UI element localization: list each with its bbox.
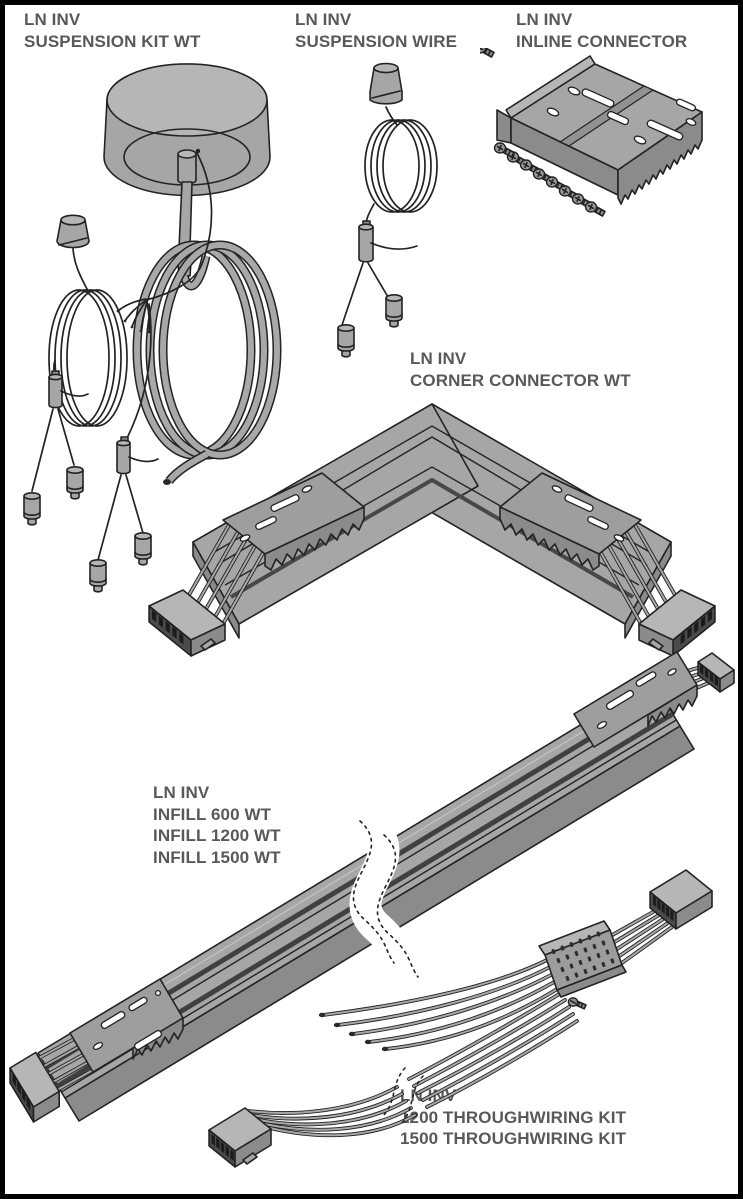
end-bracket-and-plug [9, 978, 184, 1123]
label-line: LN INV [516, 10, 573, 29]
inline-connector-illustration [480, 48, 703, 217]
label-line: 1200 THROUGHWIRING KIT [400, 1107, 627, 1127]
length-break-mark [349, 816, 420, 980]
junction-block-icon [538, 920, 627, 998]
five-pin-plug-icon [208, 1107, 272, 1168]
connector-wires [187, 523, 265, 626]
mini-plug-icon [697, 652, 735, 693]
block-holes [551, 931, 615, 982]
length-break-mark [382, 1067, 424, 1125]
wire-adjuster-icon [97, 303, 159, 561]
wire-end-weight-icon [385, 294, 403, 328]
product-label-infill: LN INV INFILL 600 WT INFILL 1200 WT INFI… [153, 782, 281, 868]
corner-connector-illustration [148, 403, 717, 658]
label-line: 1500 THROUGHWIRING KIT [400, 1129, 627, 1148]
label-line: SUSPENSION KIT WT [24, 31, 201, 51]
product-label-suspension-kit: LN INV SUSPENSION KIT WT [24, 9, 200, 52]
through-wires [247, 991, 579, 1138]
ceiling-cup-icon [369, 62, 403, 105]
connector-wires [609, 910, 674, 966]
wire-end-weight-icon [89, 558, 107, 593]
suspension-wire-coil-icon [364, 106, 438, 226]
wire-end-weight-icon [337, 323, 355, 358]
wire-end-weight-icon [134, 531, 152, 566]
end-bracket-and-plug [573, 651, 735, 748]
label-line: INFILL 1200 WT [153, 826, 281, 845]
five-pin-plug-icon [148, 589, 226, 657]
wire-end-weight-icon [66, 465, 84, 500]
six-pin-plug-icon [649, 869, 713, 930]
label-line: INLINE CONNECTOR [516, 31, 688, 51]
end-bracket-and-plug [148, 472, 365, 657]
wire-end-weight-icon [23, 491, 41, 526]
product-label-corner-connector: LN INV CORNER CONNECTOR WT [410, 348, 631, 391]
label-line: LN INV [153, 783, 210, 802]
label-line: SUSPENSION WIRE [295, 31, 458, 51]
label-line: LN INV [295, 10, 352, 29]
fanned-wires [318, 958, 561, 1052]
wire-adjuster-icon [31, 370, 89, 492]
suspension-wire-illustration [337, 62, 438, 358]
suspension-kit-wt-illustration [23, 63, 282, 593]
ceiling-cup-icon [56, 214, 90, 249]
label-line: LN INV [24, 10, 81, 29]
label-line: INFILL 600 WT [153, 804, 272, 824]
suspension-wire-coil-icon [48, 247, 128, 427]
five-pin-plug-icon [9, 1051, 60, 1123]
throughwiring-kit-illustration [208, 869, 713, 1168]
infill-profile-illustration [9, 651, 735, 1123]
label-line: INFILL 1500 WT [153, 847, 281, 867]
product-label-suspension-wire: LN INV SUSPENSION WIRE [295, 9, 457, 52]
screw-icon [567, 997, 587, 1010]
label-line: CORNER CONNECTOR WT [410, 370, 631, 390]
stripped-wire-end-icon [116, 152, 213, 334]
connector-plate-icon [496, 55, 703, 205]
ceiling-canopy-icon [103, 63, 271, 197]
mounting-slots [546, 86, 697, 145]
label-line: LN INV [410, 349, 467, 368]
connector-wires [37, 1037, 95, 1092]
screw-set-icon [480, 48, 606, 217]
wire-adjuster-icon [341, 220, 418, 326]
product-label-inline-connector: LN INV INLINE CONNECTOR [516, 9, 687, 52]
